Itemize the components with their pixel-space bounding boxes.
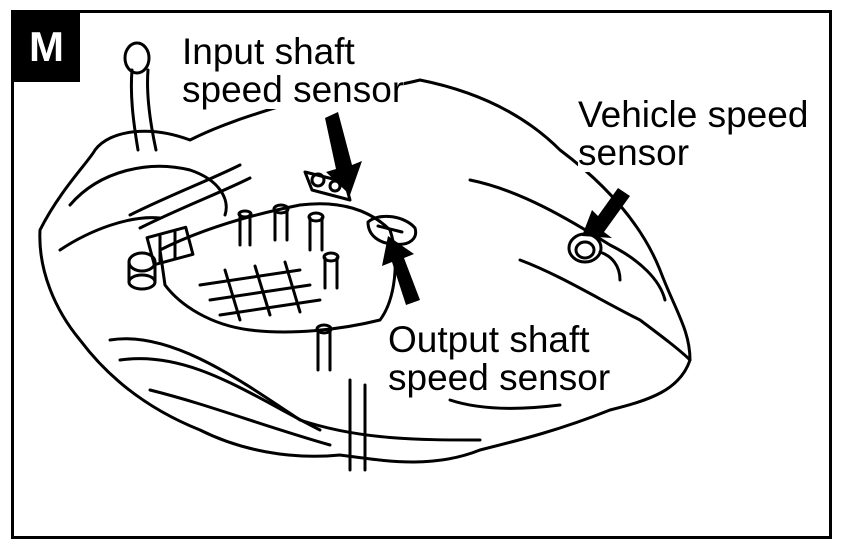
label-line: Input shaft <box>182 31 355 72</box>
dipstick-tube <box>129 68 140 152</box>
arrow-vehicle-speed <box>582 188 630 238</box>
input-shaft-speed-sensor <box>303 170 352 202</box>
vehicle-speed-sensor-label: Vehicle speed sensor <box>578 94 809 173</box>
valve-body <box>158 202 397 334</box>
output-shaft-speed-sensor-label: Output shaft speed sensor <box>388 319 611 398</box>
input-shaft-speed-sensor-label: Input shaft speed sensor <box>182 31 405 110</box>
output-shaft-speed-sensor <box>366 214 418 246</box>
label-line: speed sensor <box>388 357 611 398</box>
bolts <box>237 203 340 372</box>
arrow-output-shaft <box>382 236 420 305</box>
vehicle-speed-sensor <box>567 232 622 282</box>
left-connector <box>127 225 195 291</box>
transmission-housing <box>38 78 692 464</box>
label-line: Output shaft <box>388 319 590 360</box>
dipstick-handle <box>123 41 151 75</box>
label-line: speed sensor <box>182 69 405 110</box>
label-line: sensor <box>578 132 690 173</box>
figure-badge: M <box>13 12 80 82</box>
arrow-input-shaft <box>325 112 362 195</box>
label-line: Vehicle speed <box>578 94 809 135</box>
